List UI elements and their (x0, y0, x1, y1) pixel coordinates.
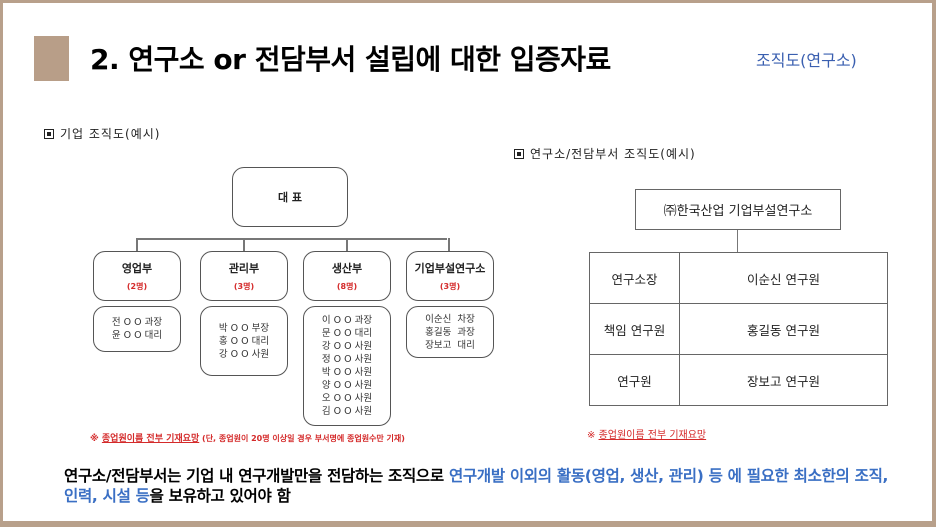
role-cell: 책임 연구원 (589, 303, 680, 355)
dept-name: 관리부 (228, 262, 260, 275)
square-bullet-icon (44, 129, 54, 139)
table-row: 연구원 장보고 연구원 (589, 354, 888, 406)
footer-highlight: 연구개발 이외의 활동(영업, 생산, 관리) 등 에 필요한 최소한의 조직,… (64, 467, 889, 505)
members-list: 박 O O 부장 홍 O O 대리 강 O O 사원 (218, 322, 270, 360)
role-cell: 연구원 (589, 354, 680, 406)
dept-box-production: 생산부 (8명) (303, 251, 391, 301)
company-chart-note: ※ 종업원이름 전부 기재요망 (단, 종업원이 20명 이상일 경우 부서명에… (90, 434, 405, 444)
page-subtitle: 조직도(연구소) (756, 51, 857, 70)
footer-explanation: 연구소/전담부서는 기업 내 연구개발만을 전담하는 조직으로 연구개발 이외의… (64, 467, 889, 505)
name-cell: 홍길동 연구원 (679, 303, 888, 355)
members-box-rnd: 이순신 차장 홍길동 과장 장보고 대리 (406, 306, 494, 358)
connector-horizontal (136, 238, 447, 240)
company-chart-label: 기업 조직도(예시) (44, 125, 160, 142)
note-emphasis: 종업원이름 전부 기재요망 (598, 430, 707, 441)
dept-count: (3명) (439, 282, 461, 291)
ceo-label: 대 표 (277, 191, 303, 204)
title-marker (34, 36, 69, 81)
role-cell: 연구소장 (589, 252, 680, 304)
members-list: 이순신 차장 홍길동 과장 장보고 대리 (425, 313, 475, 351)
ceo-box: 대 표 (232, 167, 348, 227)
connector-drop-3 (346, 238, 348, 252)
members-box-sales: 전 O O 과장 윤 O O 대리 (93, 306, 181, 352)
name-cell: 이순신 연구원 (679, 252, 888, 304)
dept-count: (2명) (126, 282, 148, 291)
lab-members-table: 연구소장 이순신 연구원 책임 연구원 홍길동 연구원 연구원 장보고 연구원 (589, 252, 888, 406)
table-row: 책임 연구원 홍길동 연구원 (589, 303, 888, 355)
dept-box-rnd: 기업부설연구소 (3명) (406, 251, 494, 301)
name-cell: 장보고 연구원 (679, 354, 888, 406)
company-chart-label-text: 기업 조직도(예시) (60, 127, 161, 141)
square-bullet-icon (514, 149, 524, 159)
dept-name: 기업부설연구소 (414, 262, 486, 275)
lab-chart-label: 연구소/전담부서 조직도(예시) (514, 145, 696, 162)
lab-connector (737, 230, 738, 252)
table-row: 연구소장 이순신 연구원 (589, 252, 888, 304)
dept-name: 생산부 (331, 262, 363, 275)
dept-box-sales: 영업부 (2명) (93, 251, 181, 301)
note-emphasis: 종업원이름 전부 기재요망 (101, 434, 200, 444)
page-title: 2. 연구소 or 전담부서 설립에 대한 입증자료 (90, 43, 611, 76)
members-list: 이 O O 과장 문 O O 대리 강 O O 사원 정 O O 사원 박 O … (321, 315, 373, 417)
members-box-production: 이 O O 과장 문 O O 대리 강 O O 사원 정 O O 사원 박 O … (303, 306, 391, 426)
lab-chart-note: ※ 종업원이름 전부 기재요망 (587, 430, 707, 441)
connector-drop-1 (136, 238, 138, 252)
dept-count: (8명) (336, 282, 358, 291)
members-list: 전 O O 과장 윤 O O 대리 (111, 317, 163, 341)
members-box-admin: 박 O O 부장 홍 O O 대리 강 O O 사원 (200, 306, 288, 376)
lab-chart-label-text: 연구소/전담부서 조직도(예시) (530, 147, 696, 161)
connector-drop-4 (448, 238, 450, 252)
dept-name: 영업부 (121, 262, 153, 275)
dept-box-admin: 관리부 (3명) (200, 251, 288, 301)
connector-drop-2 (243, 238, 245, 252)
lab-head-box: ㈜한국산업 기업부설연구소 (635, 189, 841, 230)
dept-count: (3명) (233, 282, 255, 291)
